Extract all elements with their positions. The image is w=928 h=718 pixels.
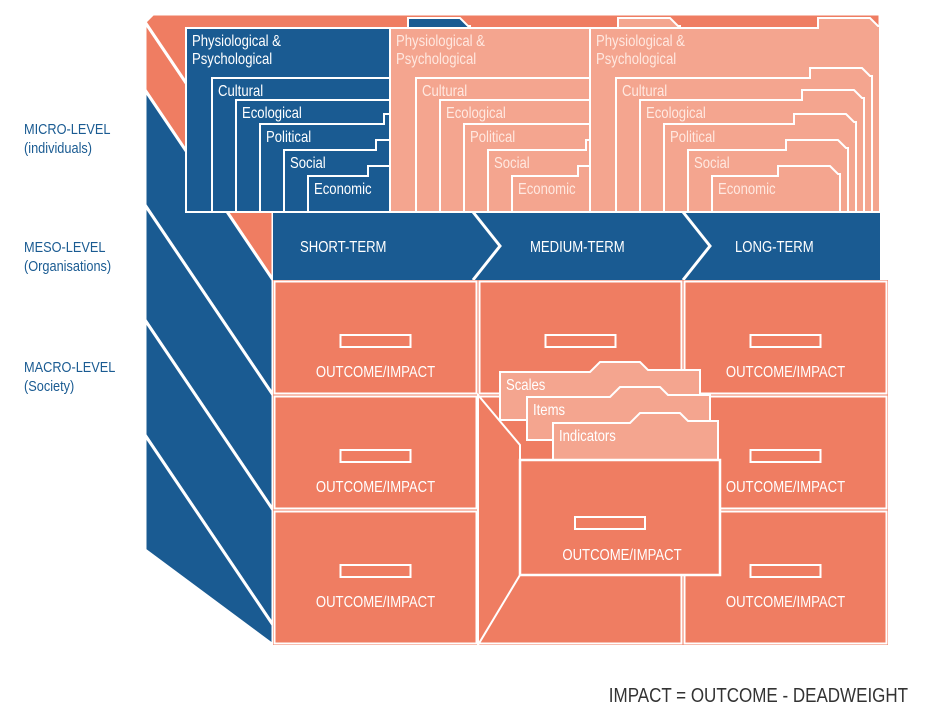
folder-label-short-4-group: Political [266,129,311,146]
folder-label-long-1-2: Psychological [596,51,676,68]
drawer-label-2-1: OUTCOME/IMPACT [316,479,435,496]
drawer-handle-3-1 [339,564,412,578]
folder-label-long-4: Political [670,129,715,146]
drawer-label-1-1: OUTCOME/IMPACT [316,364,435,381]
side-bottom-mask [145,550,273,645]
folder-label-long-1-1-group: Physiological & [596,33,685,50]
folder-label-long-4-group: Political [670,129,715,146]
macro-level-subtitle: (Society) [24,378,75,395]
meso-level-label: MESO-LEVEL (Organisations) [24,238,111,276]
open-tab-items-group: Items [533,402,565,419]
micro-level-title: MICRO-LEVEL [24,121,111,138]
folder-label-long-1-2-group: Psychological [596,51,676,68]
macro-level-label: MACRO-LEVEL (Society) [24,358,115,396]
timeline-arrow-2 [681,211,712,281]
folder-label-long-3: Ecological [646,105,706,122]
open-tab-indicators: Indicators [559,428,616,445]
micro-level-subtitle: (individuals) [24,140,93,157]
open-tab-indicators-group: Indicators [559,428,616,445]
folder-label-medium-3-group: Ecological [446,105,506,122]
folder-label-long-2: Cultural [622,83,667,100]
drawer-label-3-1-group: OUTCOME/IMPACT [316,594,435,611]
drawer-1-3 [683,280,888,395]
drawer-label-3-1: OUTCOME/IMPACT [316,594,435,611]
folder-label-long-5-group: Social [694,155,730,172]
folder-label-long-6-group: Economic [718,181,776,198]
folder-label-short-2: Cultural [218,83,263,100]
folder-label-short-3-group: Ecological [242,105,302,122]
drawer-label-1-3: OUTCOME/IMPACT [726,364,845,381]
folder-label-short-1-2-group: Psychological [192,51,272,68]
folder-label-medium-2: Cultural [422,83,467,100]
timeframe-long-group: LONG-TERM [735,239,814,256]
folder-label-short-1-1-group: Physiological & [192,33,281,50]
folder-label-medium-6-group: Economic [518,181,576,198]
timeframe-long: LONG-TERM [735,239,814,256]
meso-level-subtitle: (Organisations) [24,258,112,275]
drawer-label-3-3-group: OUTCOME/IMPACT [726,594,845,611]
cabinet: Physiological &PsychologicalCulturalEcol… [143,12,888,649]
folder-label-medium-6: Economic [518,181,576,198]
drawer-2-1 [273,395,478,510]
open-tab-items: Items [533,402,565,419]
meso-level-title: MESO-LEVEL [24,239,106,256]
drawer-handle-1-3 [749,334,822,348]
open-tab-scales-group: Scales [506,377,545,394]
drawer-1-1 [273,280,478,395]
folder-label-short-3: Ecological [242,105,302,122]
drawer-handle-3-3 [749,564,822,578]
folder-label-medium-3: Ecological [446,105,506,122]
folder-label-long-5: Social [694,155,730,172]
folder-label-short-4: Political [266,129,311,146]
folder-label-medium-2-group: Cultural [422,83,467,100]
folder-label-short-5-group: Social [290,155,326,172]
folder-label-medium-5-group: Social [494,155,530,172]
folder-label-medium-4: Political [470,129,515,146]
timeframe-short-group: SHORT-TERM [300,239,386,256]
folder-label-long-1-1: Physiological & [596,33,685,50]
folder-label-long-6: Economic [718,181,776,198]
macro-level-title: MACRO-LEVEL [24,359,116,376]
folder-label-short-2-group: Cultural [218,83,263,100]
timeframe-short: SHORT-TERM [300,239,386,256]
open-drawer-handle [574,516,646,530]
timeframe-medium: MEDIUM-TERM [530,239,625,256]
folder-label-medium-1-1: Physiological & [396,33,485,50]
folder-label-medium-1-1-group: Physiological & [396,33,485,50]
drawer-handle-1-1 [339,334,412,348]
folder-label-short-5: Social [290,155,326,172]
drawer-label-2-3: OUTCOME/IMPACT [726,479,845,496]
timeframe-medium-group: MEDIUM-TERM [530,239,625,256]
folder-label-medium-1-2: Psychological [396,51,476,68]
impact-formula: IMPACT = OUTCOME - DEADWEIGHT [608,685,908,707]
drawer-label-2-3-group: OUTCOME/IMPACT [726,479,845,496]
folder-label-long-2-group: Cultural [622,83,667,100]
folder-label-short-6: Economic [314,181,372,198]
folder-label-medium-4-group: Political [470,129,515,146]
folder-label-short-1-1: Physiological & [192,33,281,50]
folder-label-medium-1-2-group: Psychological [396,51,476,68]
drawer-label-3-3: OUTCOME/IMPACT [726,594,845,611]
timeline-arrow-1 [471,211,502,281]
drawer-handle-2-1 [339,449,412,463]
micro-level-label: MICRO-LEVEL (individuals) [24,120,110,158]
open-tab-scales: Scales [506,377,545,394]
drawer-handle-2-3 [749,449,822,463]
drawer-label-2-1-group: OUTCOME/IMPACT [316,479,435,496]
folder-label-medium-5: Social [494,155,530,172]
folder-label-long-3-group: Ecological [646,105,706,122]
timeline-band [273,212,880,280]
drawer-handle-1-2 [544,334,617,348]
open-drawer-label-group: OUTCOME/IMPACT [562,547,681,564]
open-drawer-label: OUTCOME/IMPACT [562,547,681,564]
drawer-label-1-3-group: OUTCOME/IMPACT [726,364,845,381]
folder-label-short-1-2: Psychological [192,51,272,68]
drawer-label-1-1-group: OUTCOME/IMPACT [316,364,435,381]
folder-label-short-6-group: Economic [314,181,372,198]
